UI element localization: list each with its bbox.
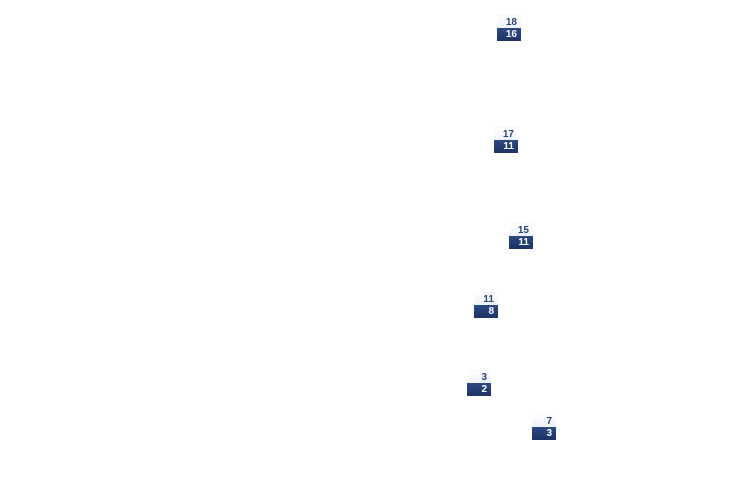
data-label-series-1: 7	[532, 414, 556, 427]
data-label-series-1: 11	[474, 292, 498, 305]
data-label-series-2: 2	[467, 383, 491, 396]
data-label-series-2: 3	[532, 427, 556, 440]
data-label-series-1: 18	[497, 15, 521, 28]
data-label-series-1: 17	[494, 127, 518, 140]
data-label-series-2: 11	[509, 236, 533, 249]
data-label-series-1: 3	[467, 370, 491, 383]
data-label-series-2: 16	[497, 28, 521, 41]
data-label-series-2: 8	[474, 305, 498, 318]
data-label-series-2: 11	[494, 140, 518, 153]
data-label-series-1: 15	[509, 223, 533, 236]
